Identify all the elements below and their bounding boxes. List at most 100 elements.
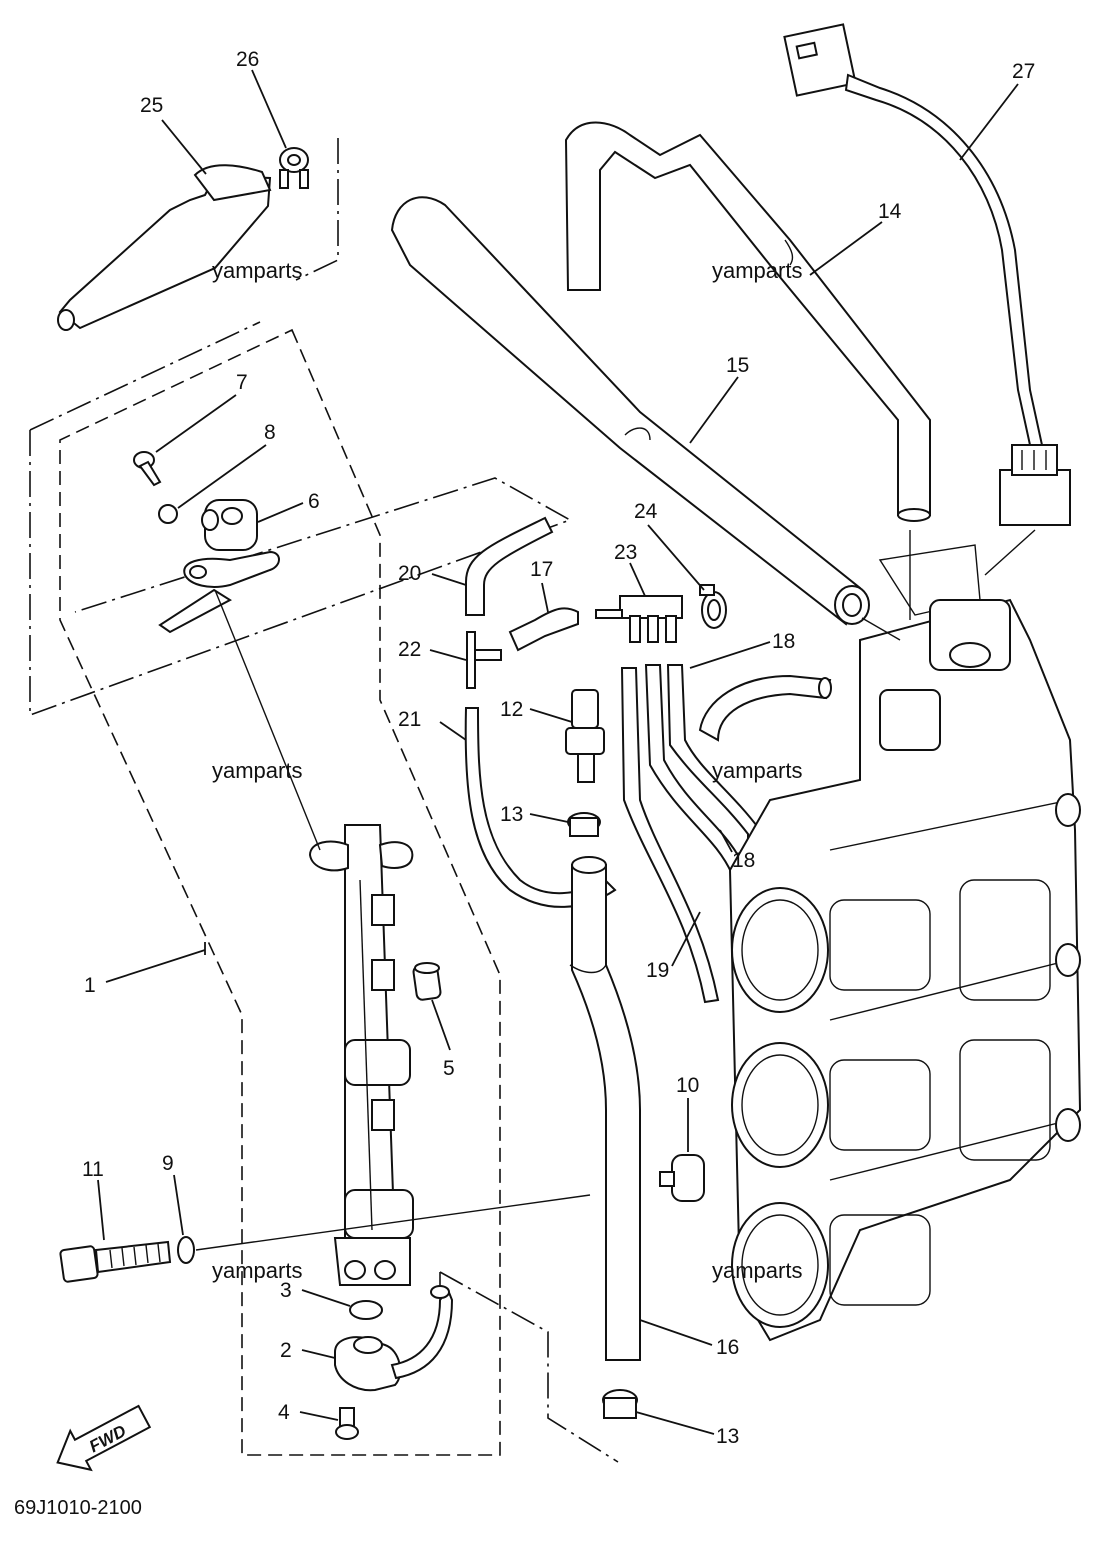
leader-22 (429, 649, 467, 661)
part-25-hose (57, 164, 272, 331)
assembly-line-harness (984, 529, 1036, 576)
callout-6: 6 (308, 490, 320, 513)
part-14-hose (564, 121, 931, 522)
fwd-arrow-icon: FWD (56, 1404, 152, 1472)
callout-11: 11 (82, 1158, 104, 1181)
callout-12: 12 (500, 698, 523, 721)
callout-17: 17 (530, 558, 553, 581)
leader-1 (105, 949, 206, 983)
leader-5 (431, 999, 451, 1051)
part-6-pressure-regulator (158, 499, 280, 634)
callout-18-lower: 18 (732, 849, 755, 872)
part-27-wire-harness (783, 23, 1071, 526)
callout-9: 9 (162, 1152, 174, 1175)
watermark-1: yamparts (212, 258, 302, 283)
leader-18-lower (719, 829, 733, 853)
leader-4 (299, 1411, 339, 1421)
callout-2: 2 (280, 1339, 292, 1362)
callout-1: 1 (84, 974, 96, 997)
leader-6 (257, 502, 304, 523)
watermark-2: yamparts (712, 258, 802, 283)
part-3-o-ring (349, 1300, 383, 1320)
leader-27 (959, 83, 1019, 161)
leader-14 (809, 221, 883, 276)
callout-20: 20 (398, 562, 421, 585)
part-20-hose (465, 516, 554, 616)
leader-13-upper (529, 813, 569, 823)
part-24-clamp (699, 584, 727, 629)
callout-10: 10 (676, 1074, 699, 1097)
leader-2 (301, 1349, 336, 1359)
callout-3: 3 (280, 1279, 292, 1302)
callout-5: 5 (443, 1057, 455, 1080)
leader-9 (173, 1174, 184, 1236)
part-12-valve (565, 689, 605, 783)
callout-21: 21 (398, 708, 421, 731)
callout-18-upper: 18 (772, 630, 795, 653)
watermark-3: yamparts (212, 758, 302, 783)
part-17-hose (508, 607, 579, 652)
leader-19 (671, 911, 701, 967)
hose-frame-16 (439, 1271, 619, 1463)
assembly-boundary-dashed (59, 328, 501, 1456)
callout-4: 4 (278, 1401, 290, 1424)
callout-15: 15 (726, 354, 749, 377)
callout-13-upper: 13 (500, 803, 523, 826)
leader-11 (97, 1179, 105, 1241)
leader-24 (647, 524, 705, 591)
part-11-bolt (59, 1240, 172, 1283)
callout-16: 16 (716, 1336, 739, 1359)
part-2-fitting (334, 1285, 454, 1392)
part-5-filter (412, 962, 442, 1001)
callout-labels: 1 2 3 4 5 6 7 8 9 10 11 12 13 13 14 15 1… (82, 48, 1035, 1448)
assembly-line-hose-15 (861, 617, 901, 641)
part-4-screw (335, 1407, 359, 1440)
part-10-grommet (659, 1154, 705, 1202)
leader-3 (301, 1289, 351, 1307)
part-23-joint (595, 595, 683, 643)
callout-19: 19 (646, 959, 669, 982)
watermark-4: yamparts (712, 758, 802, 783)
callout-23: 23 (614, 541, 637, 564)
callout-14: 14 (878, 200, 902, 223)
leader-13-lower (635, 1411, 715, 1435)
leader-25 (161, 119, 207, 175)
callout-24: 24 (634, 500, 658, 523)
leader-23 (629, 562, 646, 597)
subassembly-frame-top (29, 321, 572, 717)
part-26-clamp (279, 147, 309, 189)
part-13-clamp-upper (567, 812, 601, 837)
part-7-bolt (133, 451, 162, 487)
leader-26 (251, 69, 287, 149)
callout-13-lower: 13 (716, 1425, 739, 1448)
leader-lines (97, 69, 1036, 1435)
callout-27: 27 (1012, 60, 1035, 83)
callout-8: 8 (264, 421, 276, 444)
part-18-hose-upper (698, 674, 832, 742)
throttle-body-assembly (728, 544, 1082, 1342)
part-9-washer (177, 1236, 195, 1264)
leader-18-upper (689, 641, 771, 669)
watermark-5: yamparts (212, 1258, 302, 1283)
leader-21 (439, 721, 467, 741)
drawing-code: 69J1010-2100 (14, 1497, 142, 1519)
watermark-6: yamparts (712, 1258, 802, 1283)
leader-16 (639, 1319, 713, 1346)
leader-12 (529, 708, 573, 723)
callout-26: 26 (236, 48, 259, 71)
leader-17 (541, 582, 549, 613)
assembly-line-regulator (214, 589, 321, 851)
part-13-clamp-lower (602, 1389, 638, 1419)
leader-7 (155, 394, 237, 453)
callout-25: 25 (140, 94, 163, 117)
leader-20 (431, 573, 467, 586)
part-16-hose (569, 856, 641, 1361)
leader-8 (177, 444, 267, 509)
assembly-line-bolt (195, 1194, 591, 1251)
leader-15 (689, 376, 739, 444)
part-1-fuel-rail (308, 824, 414, 1286)
callout-7: 7 (236, 371, 248, 394)
part-22-joint (466, 631, 502, 689)
